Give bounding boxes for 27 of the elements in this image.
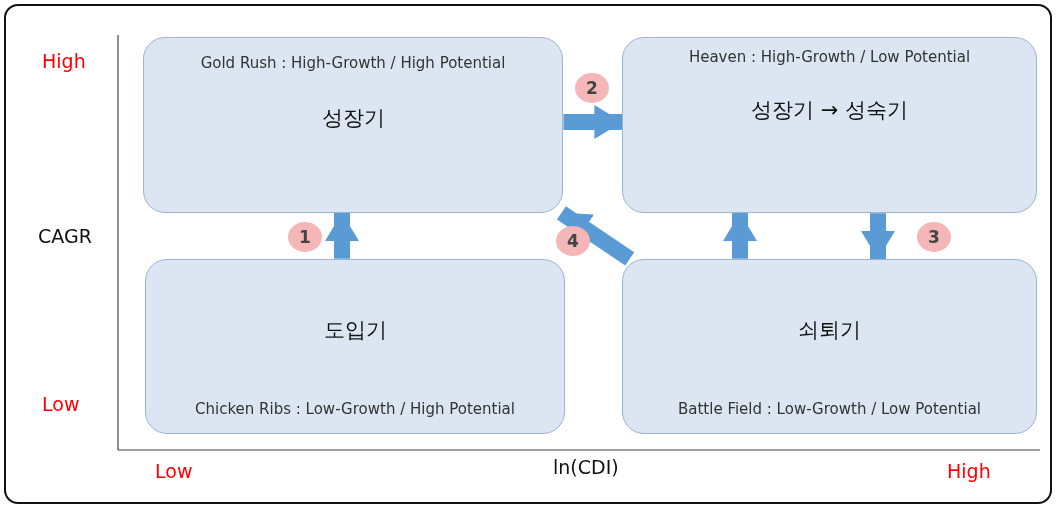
quadrant-title: Chicken Ribs : Low-Growth / High Potential <box>194 400 516 418</box>
stage-label: 도입기 <box>322 317 388 344</box>
step-number: 2 <box>575 73 609 103</box>
quadrant-title: Heaven : High-Growth / Low Potential <box>687 48 972 66</box>
axis-title: CAGR <box>38 225 92 247</box>
stage-label: 성장기 <box>320 105 386 132</box>
axis-title: ln(CDI) <box>553 456 619 478</box>
quadrant-title: Gold Rush : High-Growth / High Potential <box>199 54 507 72</box>
quadrant-box <box>143 37 563 213</box>
axis-level-label: Low <box>42 393 80 415</box>
quadrant-box <box>622 37 1037 213</box>
arrow <box>556 206 635 266</box>
arrow <box>325 213 359 259</box>
axis-level-label: High <box>42 50 86 72</box>
axis-level-label: Low <box>155 460 193 482</box>
quadrant-box <box>145 259 565 434</box>
stage-label: 쇠퇴기 <box>797 317 862 344</box>
arrow <box>723 213 757 259</box>
step-number: 4 <box>556 226 590 256</box>
quadrant-title: Battle Field : Low-Growth / Low Potential <box>677 400 982 418</box>
step-number: 3 <box>917 222 951 252</box>
stage-label: 성장기 → 성숙기 <box>750 97 909 124</box>
arrow <box>563 105 623 139</box>
quadrant-box <box>622 259 1037 434</box>
arrow <box>861 213 895 260</box>
step-number: 1 <box>288 222 322 252</box>
axis-level-label: High <box>947 460 991 482</box>
